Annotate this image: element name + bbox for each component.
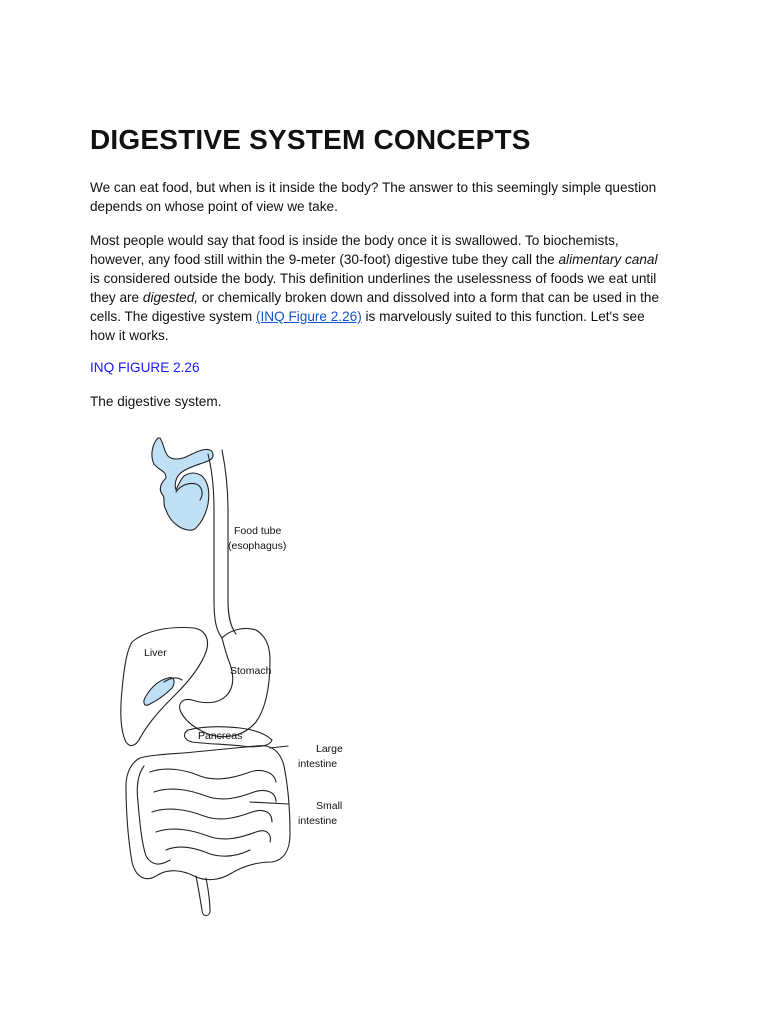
label-small-intestine-line1: Small bbox=[316, 800, 342, 812]
body-line-2: however, any food still within the 9-met… bbox=[90, 250, 670, 269]
digestive-system-figure: Food tube (esophagus) Liver Stomach Panc… bbox=[110, 430, 360, 930]
figure-description: The digestive system. bbox=[90, 394, 222, 409]
mouth-cavity-shape bbox=[151, 437, 214, 531]
body-line-4-pre: they are bbox=[90, 290, 143, 305]
body-line-5: cells. The digestive system (INQ Figure … bbox=[90, 307, 670, 326]
tongue-shape bbox=[175, 482, 203, 501]
small-intestine-coil-3 bbox=[151, 808, 273, 823]
body-line-6: how it works. bbox=[90, 328, 169, 343]
body-line-4: they are digested, or chemically broken … bbox=[90, 288, 670, 307]
body-paragraph: Most people would say that food is insid… bbox=[90, 231, 670, 345]
body-line-2-text: however, any food still within the 9-met… bbox=[90, 252, 559, 267]
body-line-4-post: or chemically broken down and dissolved … bbox=[198, 290, 660, 305]
small-intestine-coil-1 bbox=[149, 768, 277, 783]
label-small-intestine-line2: intestine bbox=[298, 815, 337, 827]
figure-link[interactable]: (INQ Figure 2.26) bbox=[255, 309, 362, 324]
large-intestine-shape bbox=[125, 745, 291, 881]
term-digested: digested, bbox=[142, 290, 199, 305]
bile-duct-shape bbox=[163, 677, 183, 683]
figure-caption: INQ FIGURE 2.26 bbox=[90, 360, 200, 375]
intro-paragraph: We can eat food, but when is it inside t… bbox=[90, 178, 670, 216]
label-liver: Liver bbox=[144, 647, 167, 659]
label-large-intestine-line2: intestine bbox=[298, 758, 337, 770]
small-intestine-coil-2 bbox=[153, 788, 277, 803]
page-title: DIGESTIVE SYSTEM CONCEPTS bbox=[90, 124, 531, 155]
intro-line-2: depends on whose point of view we take. bbox=[90, 199, 338, 214]
stomach-shape bbox=[179, 627, 271, 738]
label-large-intestine-line1: Large bbox=[316, 743, 343, 755]
gallbladder-shape bbox=[143, 677, 175, 706]
small-intestine-coil-4 bbox=[155, 828, 271, 843]
esophagus-shape bbox=[207, 453, 223, 639]
digestive-system-illustration: Food tube (esophagus) Liver Stomach Panc… bbox=[120, 437, 343, 917]
label-food-tube-line2: (esophagus) bbox=[228, 540, 286, 552]
label-food-tube-line1: Food tube bbox=[234, 525, 281, 537]
intro-line-1: We can eat food, but when is it inside t… bbox=[90, 180, 657, 195]
pointer-large-intestine bbox=[269, 745, 289, 749]
label-pancreas: Pancreas bbox=[198, 730, 242, 742]
liver-shape bbox=[120, 627, 209, 747]
body-line-3: is considered outside the body. This def… bbox=[90, 271, 657, 286]
body-line-1: Most people would say that food is insid… bbox=[90, 233, 619, 248]
term-alimentary-canal: alimentary canal bbox=[558, 252, 658, 267]
body-line-5-pre: cells. The digestive system bbox=[90, 309, 256, 324]
pointer-small-intestine bbox=[249, 801, 289, 805]
esophagus-shape-inner bbox=[221, 449, 237, 635]
large-intestine-inner bbox=[136, 765, 171, 865]
rectum-shape bbox=[195, 875, 211, 917]
body-line-5-post: is marvelously suited to this function. … bbox=[361, 309, 645, 324]
label-stomach: Stomach bbox=[230, 665, 272, 677]
small-intestine-coil-5 bbox=[165, 846, 251, 857]
